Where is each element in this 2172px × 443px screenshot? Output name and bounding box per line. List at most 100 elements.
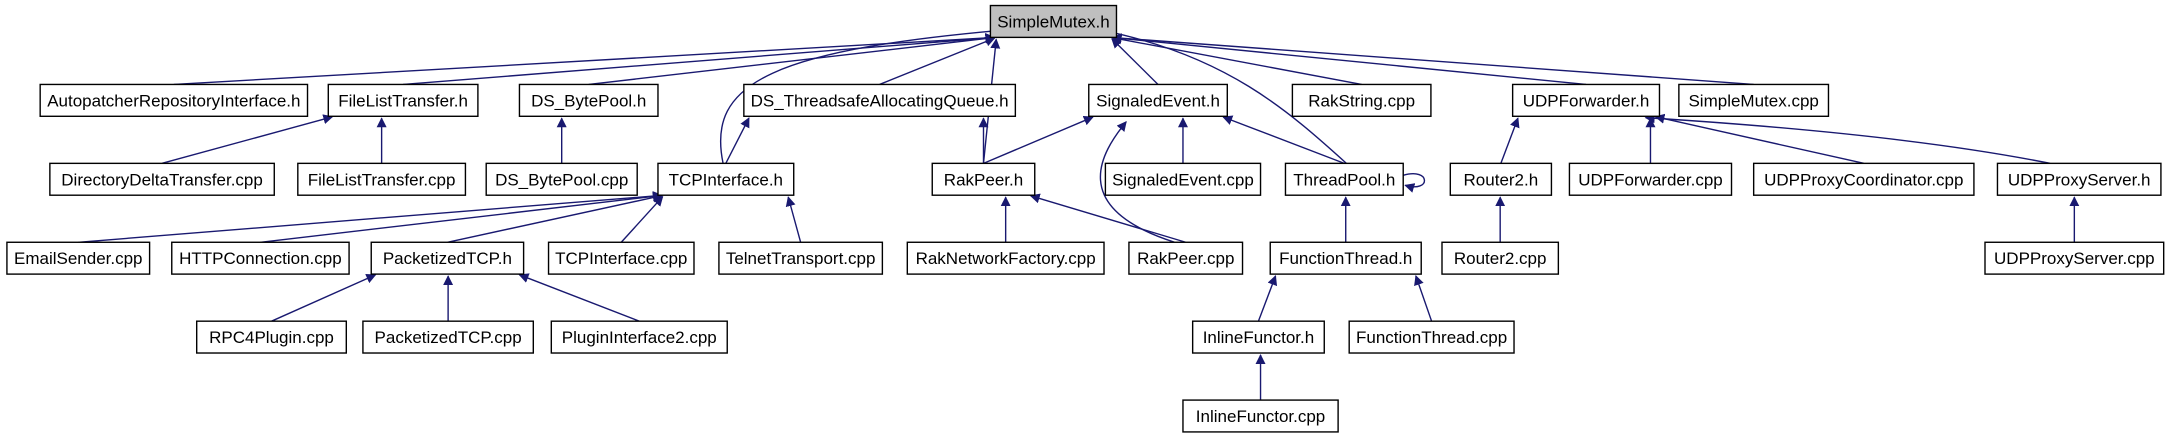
- edge-udpproxycoord_cpp-to-udpforwarder_h: [1654, 113, 1864, 165]
- node-simplemutex-h[interactable]: SimpleMutex.h: [989, 4, 1118, 39]
- node-raknetworkfactory-cpp[interactable]: RakNetworkFactory.cpp: [906, 241, 1105, 275]
- edge-ds_tsaq_h-to-simplemutex_h: [879, 36, 996, 86]
- edge-filelisttransfer_h-to-simplemutex_h: [403, 33, 996, 86]
- node-box: [1449, 162, 1553, 196]
- node-label: UDPForwarder.h: [1523, 91, 1650, 110]
- node-inlinefunctor-cpp[interactable]: InlineFunctor.cpp: [1182, 399, 1339, 433]
- node-box: [6, 241, 151, 275]
- node-httpconnection-cpp[interactable]: HTTPConnection.cpp: [171, 241, 350, 275]
- node-udpproxyserver-cpp[interactable]: UDPProxyServer.cpp: [1984, 241, 2165, 275]
- node-packetizedtcp-h[interactable]: PacketizedTCP.h: [370, 241, 525, 275]
- edge-plugininterface2_cpp-to-packetizedtcp_h: [518, 273, 640, 322]
- node-rakstring-cpp[interactable]: RakString.cpp: [1291, 83, 1432, 117]
- node-box: [550, 320, 728, 354]
- node-box: [1511, 83, 1661, 117]
- edge-threadpool_h-to-signaledevent_h: [1222, 115, 1345, 165]
- node-filelisttransfer-cpp[interactable]: FileListTransfer.cpp: [297, 162, 467, 196]
- node-dirdelta-cpp[interactable]: DirectoryDeltaTransfer.cpp: [49, 162, 275, 196]
- node-label: AutopatcherRepositoryInterface.h: [47, 91, 300, 110]
- node-label: InlineFunctor.h: [1203, 328, 1315, 347]
- node-label: RPC4Plugin.cpp: [209, 328, 334, 347]
- edge-rakpeer_cpp-to-rakpeer_h: [1029, 193, 1186, 243]
- node-label: DirectoryDeltaTransfer.cpp: [61, 170, 263, 189]
- node-label: RakPeer.cpp: [1137, 249, 1234, 268]
- node-tcpinterface-cpp[interactable]: TCPInterface.cpp: [547, 241, 695, 275]
- node-box: [362, 320, 535, 354]
- node-box: [657, 162, 795, 196]
- node-udpforwarder-cpp[interactable]: UDPForwarder.cpp: [1568, 162, 1733, 196]
- node-inlinefunctor-h[interactable]: InlineFunctor.h: [1191, 320, 1325, 354]
- node-label: SimpleMutex.cpp: [1688, 91, 1818, 110]
- node-label: ThreadPool.h: [1293, 170, 1395, 189]
- node-rakpeer-cpp[interactable]: RakPeer.cpp: [1128, 241, 1244, 275]
- node-label: TelnetTransport.cpp: [726, 249, 876, 268]
- node-plugininterface2-cpp[interactable]: PluginInterface2.cpp: [550, 320, 728, 354]
- node-box: [39, 83, 309, 117]
- node-udpproxycoord-cpp[interactable]: UDPProxyCoordinator.cpp: [1752, 162, 1975, 196]
- edge-tcpinterface_h-to-ds_tsaq_h: [725, 117, 750, 164]
- node-label: SignaledEvent.cpp: [1112, 170, 1254, 189]
- node-box: [1088, 83, 1228, 117]
- node-signaledevent-cpp[interactable]: SignaledEvent.cpp: [1104, 162, 1262, 196]
- node-emailsender-cpp[interactable]: EmailSender.cpp: [6, 241, 151, 275]
- node-box: [171, 241, 350, 275]
- node-label: FunctionThread.cpp: [1356, 328, 1507, 347]
- edge-router2_h-to-udpforwarder_h: [1500, 117, 1520, 164]
- node-tcpinterface-h[interactable]: TCPInterface.h: [657, 162, 795, 196]
- node-threadpool-h[interactable]: ThreadPool.h: [1284, 162, 1404, 196]
- node-label: UDPProxyServer.h: [2008, 170, 2151, 189]
- node-autopatcher-h[interactable]: AutopatcherRepositoryInterface.h: [39, 83, 309, 117]
- node-ds-bytepool-cpp[interactable]: DS_BytePool.cpp: [485, 162, 638, 196]
- node-signaledevent-h[interactable]: SignaledEvent.h: [1088, 83, 1228, 117]
- node-box: [370, 241, 525, 275]
- node-box: [1104, 162, 1262, 196]
- node-box: [1128, 241, 1244, 275]
- edge-simplemutex_cpp-to-simplemutex_h: [1111, 33, 1754, 86]
- node-router2-cpp[interactable]: Router2.cpp: [1441, 241, 1560, 275]
- node-rpc4plugin-cpp[interactable]: RPC4Plugin.cpp: [195, 320, 348, 354]
- node-label: InlineFunctor.cpp: [1196, 407, 1325, 426]
- edge-autopatcher_h-to-simplemutex_h: [173, 33, 996, 86]
- edge-threadpool_h-to-threadpool_h: [1403, 173, 1426, 193]
- node-label: FileListTransfer.cpp: [308, 170, 456, 189]
- node-label: PacketizedTCP.cpp: [375, 328, 522, 347]
- node-box: [1441, 241, 1560, 275]
- edge-rpc4plugin_cpp-to-packetizedtcp_h: [271, 274, 377, 322]
- node-label: Router2.h: [1464, 170, 1539, 189]
- node-box: [989, 4, 1118, 39]
- node-functionthread-cpp[interactable]: FunctionThread.cpp: [1348, 320, 1515, 354]
- node-rakpeer-h[interactable]: RakPeer.h: [931, 162, 1036, 196]
- node-box: [1996, 162, 2162, 196]
- node-functionthread-h[interactable]: FunctionThread.h: [1269, 241, 1422, 275]
- edge-rakpeer_h-to-signaledevent_h: [983, 115, 1094, 165]
- edge-tcpinterface_h-to-simplemutex_h: [719, 23, 1033, 164]
- node-udpproxyserver-h[interactable]: UDPProxyServer.h: [1996, 162, 2162, 196]
- node-label: FunctionThread.h: [1279, 249, 1412, 268]
- node-ds-bytepool-h[interactable]: DS_BytePool.h: [518, 83, 659, 117]
- node-box: [1568, 162, 1733, 196]
- edge-ds_bytepool_h-to-simplemutex_h: [588, 33, 996, 86]
- node-box: [195, 320, 348, 354]
- node-box: [931, 162, 1036, 196]
- node-box: [1191, 320, 1325, 354]
- node-udpforwarder-h[interactable]: UDPForwarder.h: [1511, 83, 1661, 117]
- edge-tcpinterface_cpp-to-tcpinterface_h: [620, 195, 664, 243]
- node-label: UDPForwarder.cpp: [1578, 170, 1723, 189]
- node-box: [1269, 241, 1422, 275]
- node-telnettransport-cpp[interactable]: TelnetTransport.cpp: [718, 241, 884, 275]
- node-box: [49, 162, 275, 196]
- node-box: [906, 241, 1105, 275]
- node-label: HTTPConnection.cpp: [179, 249, 342, 268]
- edge-signaledevent_h-to-simplemutex_h: [1111, 38, 1159, 85]
- node-box: [1291, 83, 1432, 117]
- node-label: Router2.cpp: [1454, 249, 1547, 268]
- node-packetizedtcp-cpp[interactable]: PacketizedTCP.cpp: [362, 320, 535, 354]
- node-label: PacketizedTCP.h: [383, 249, 512, 268]
- node-filelisttransfer-h[interactable]: FileListTransfer.h: [327, 83, 479, 117]
- edge-udpproxyserver_h-to-udpforwarder_h: [1644, 113, 2051, 165]
- node-label: DS_ThreadsafeAllocatingQueue.h: [751, 91, 1009, 110]
- node-router2-h[interactable]: Router2.h: [1449, 162, 1553, 196]
- node-simplemutex-cpp[interactable]: SimpleMutex.cpp: [1678, 83, 1830, 117]
- node-ds-tsaq-h[interactable]: DS_ThreadsafeAllocatingQueue.h: [743, 83, 1017, 117]
